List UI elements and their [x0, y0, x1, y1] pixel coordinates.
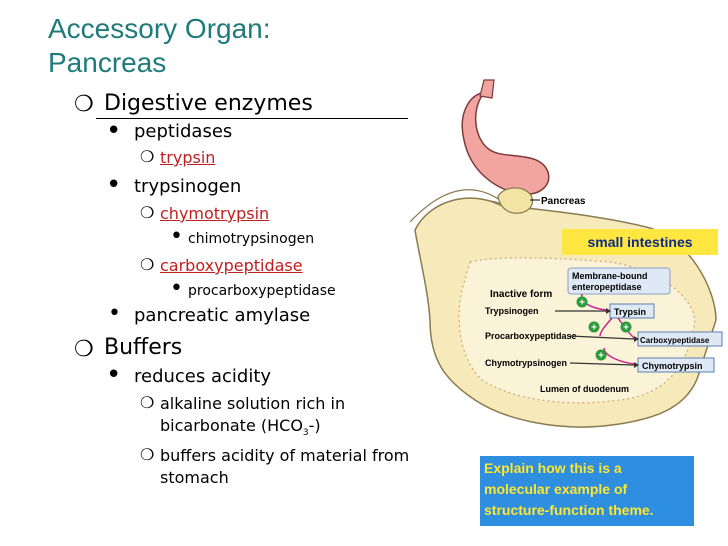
hollow-bullet-icon: ❍	[74, 92, 94, 117]
plus-sign-4: +	[598, 351, 604, 362]
link-trypsin[interactable]: trypsin	[160, 148, 216, 167]
bullet-peptidases: peptidases	[134, 121, 233, 142]
bullet-buffers-acidity-line-2: stomach	[160, 468, 229, 487]
bullet-digestive-enzymes: Digestive enzymes	[104, 91, 313, 116]
plus-sign-1: +	[579, 298, 585, 309]
pancreas-shape	[497, 187, 534, 214]
plus-circle-2	[588, 321, 600, 333]
subscript-three: 3	[302, 428, 309, 439]
hollow-bullet-icon: ❍	[140, 147, 155, 166]
bullet-buffers-acidity-line-1: buffers acidity of material from	[160, 446, 410, 465]
activation-arrow-1	[581, 293, 607, 311]
bullet-pancreatic-amylase: pancreatic amylase	[134, 305, 311, 326]
link-chymotrypsin[interactable]: chymotrypsin	[160, 204, 270, 223]
callout-line-3: structure-function theme.	[484, 502, 654, 518]
membrane-label-line-2: enteropeptidase	[572, 282, 642, 292]
callout-line-1: Explain how this is a	[484, 460, 622, 476]
carboxypeptidase-active-label: Carboxypeptidase	[640, 336, 710, 345]
small-intestines-label: small intestines	[562, 229, 718, 255]
bullet-alkaline-line-1: alkaline solution rich in	[160, 394, 346, 413]
hollow-bullet-icon: ❍	[140, 203, 155, 222]
arrowhead-trypsin	[606, 308, 611, 314]
callout-line-2: molecular example of	[484, 481, 628, 497]
bicarbonate-text: bicarbonate (HCO	[160, 416, 303, 435]
stomach-shape	[461, 90, 550, 195]
solid-bullet-icon: •	[106, 116, 122, 146]
plus-sign-3: +	[623, 323, 629, 334]
chymotrypsin-active-label: Chymotrypsin	[642, 361, 703, 371]
hollow-bullet-icon: ❍	[74, 337, 94, 362]
solid-bullet-icon: •	[106, 170, 122, 200]
plus-circle-4	[595, 349, 607, 361]
title-line-2: Pancreas	[48, 47, 167, 78]
solid-bullet-icon: •	[108, 301, 121, 326]
lumen-label: Lumen of duodenum	[540, 384, 629, 394]
plus-sign-2: +	[591, 323, 597, 334]
bullet-trypsinogen: trypsinogen	[134, 176, 242, 197]
arrow-chymo	[569, 362, 635, 366]
inactive-form-label: Inactive form	[490, 289, 552, 300]
trypsin-active-label: Trypsin	[614, 307, 646, 317]
title-line-1: Accessory Organ:	[48, 13, 271, 44]
procarboxypeptidase-label: Procarboxypeptidase	[485, 331, 577, 341]
slide-title: Accessory Organ: Pancreas	[48, 12, 271, 80]
solid-bullet-icon: •	[106, 360, 122, 390]
bullet-chymotrypsinogen: chimotrypsinogen	[188, 231, 315, 247]
trypsinogen-label: Trypsinogen	[485, 306, 539, 316]
membrane-label-line-1: Membrane-bound	[572, 271, 648, 281]
bullet-buffers: Buffers	[104, 335, 183, 360]
bullet-reduces-acidity: reduces acidity	[134, 366, 272, 387]
membrane-box	[567, 267, 671, 295]
bullet-alkaline-line-2: bicarbonate (HCO3-)	[160, 416, 321, 438]
pancreas-label: Pancreas	[541, 196, 586, 207]
solid-bullet-icon: •	[170, 276, 183, 301]
bullet-procarboxypeptidase: procarboxypeptidase	[188, 283, 336, 299]
hollow-bullet-icon: ❍	[140, 255, 155, 274]
arrowhead-carboxy	[634, 336, 639, 342]
hollow-bullet-icon: ❍	[140, 445, 155, 464]
bicarbonate-suffix: -)	[308, 416, 321, 435]
solid-bullet-icon: •	[170, 224, 183, 249]
chymotrypsinogen-label: Chymotrypsinogen	[485, 358, 567, 368]
esophagus-shape	[479, 79, 495, 99]
activation-arrow-4	[603, 347, 635, 365]
divider-line	[96, 118, 408, 119]
activation-arrow-2	[599, 317, 613, 337]
question-callout: Explain how this is a molecular example …	[480, 456, 694, 526]
plus-circle-1	[576, 296, 588, 308]
link-carboxypeptidase[interactable]: carboxypeptidase	[160, 256, 303, 275]
arrowhead-chymo	[634, 362, 639, 368]
plus-circle-3	[620, 321, 632, 333]
hollow-bullet-icon: ❍	[140, 393, 155, 412]
arrow-procarboxy	[569, 335, 635, 340]
